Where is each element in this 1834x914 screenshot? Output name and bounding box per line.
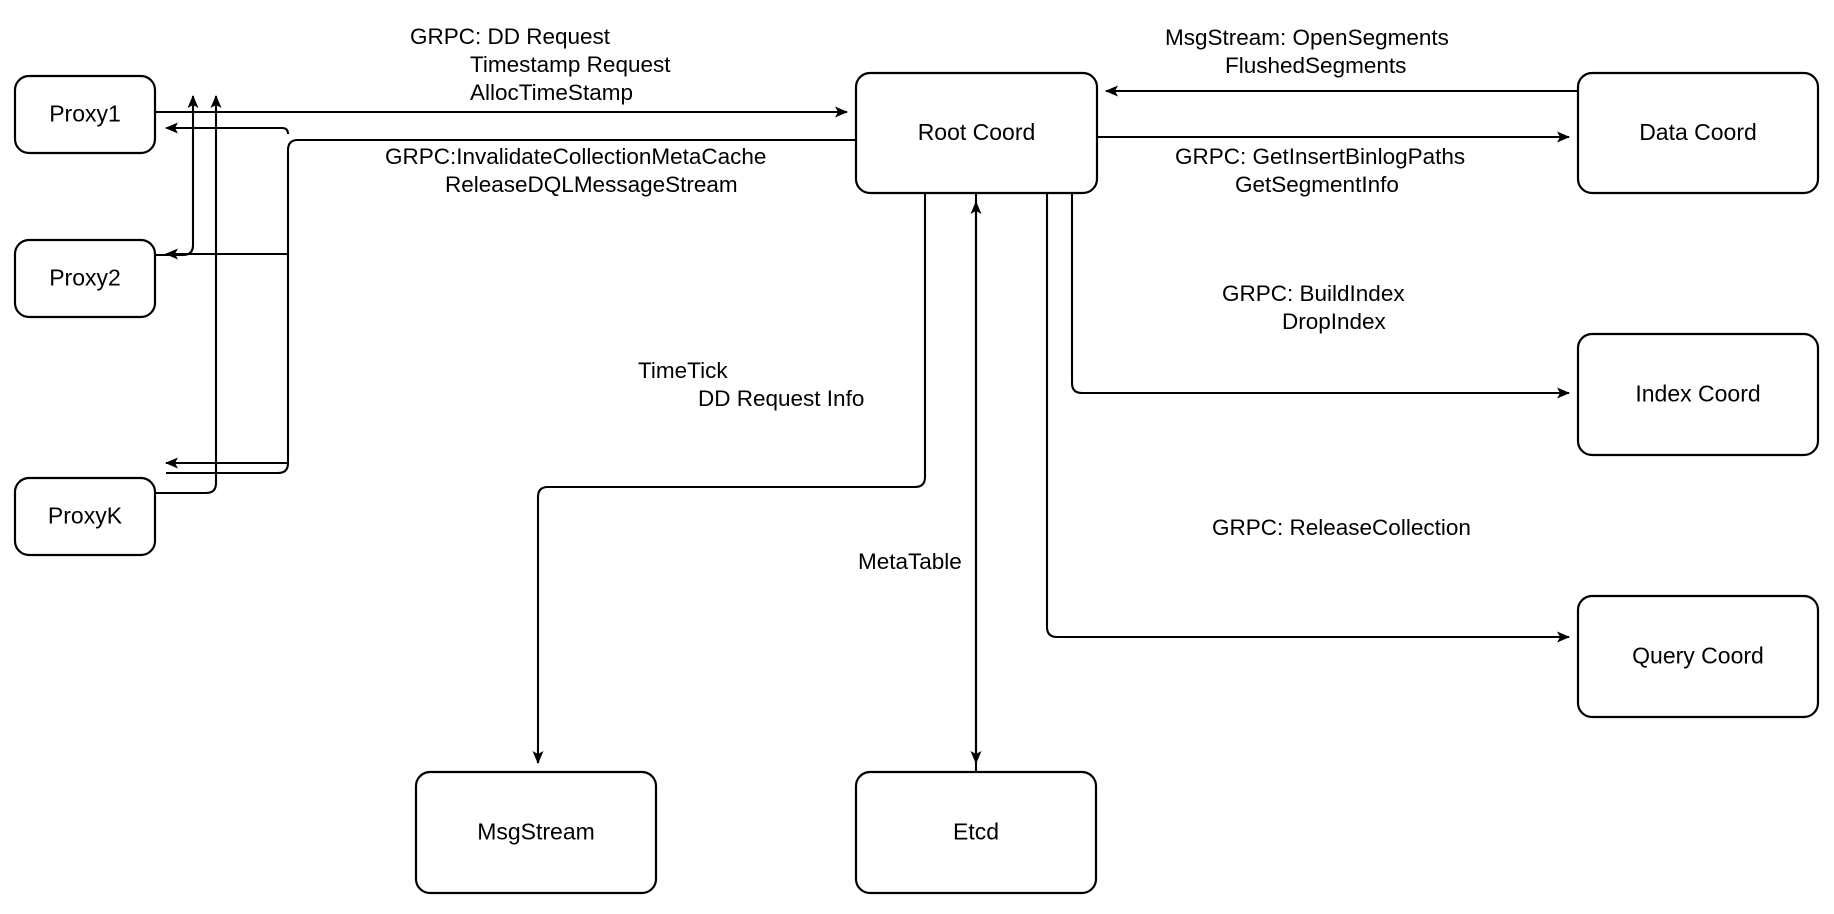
node-querycoord[interactable]: Query Coord [1576,594,1820,719]
edges-layer [155,85,1578,772]
edge-rootcoord-to-msgstream [532,193,927,764]
edge-rootcoord-to-querycoord [1045,193,1570,643]
edge-label-line: Timestamp Request [470,52,671,77]
node-box-proxy1 [13,74,157,155]
edge-label-root-to-msgstream: TimeTick DD Request Info [638,358,864,411]
node-box-querycoord [1576,594,1820,719]
node-proxy1[interactable]: Proxy1 [13,74,157,155]
node-box-rootcoord [854,71,1099,195]
edge-label-root-to-proxy: GRPC:InvalidateCollectionMetaCacheReleas… [385,144,766,197]
node-msgstream[interactable]: MsgStream [414,770,658,895]
edge-rootcoord-to-proxy1 [166,138,856,475]
edge-label-line: GRPC: BuildIndex [1222,281,1405,306]
edge-label-root-to-query: GRPC: ReleaseCollection [1212,515,1471,540]
node-label-msgstream: MsgStream [477,819,595,845]
node-datacoord[interactable]: Data Coord [1576,71,1820,195]
node-proxyk[interactable]: ProxyK [13,476,157,557]
node-label-datacoord: Data Coord [1639,119,1757,145]
edge-label-line: GRPC: GetInsertBinlogPaths [1175,144,1465,169]
edge-label-line: GRPC: DD Request [410,24,611,49]
node-box-msgstream [414,770,658,895]
node-label-proxy1: Proxy1 [49,101,121,127]
node-box-datacoord [1576,71,1820,195]
edge-rootcoord-to-indexcoord [1070,193,1570,399]
node-box-indexcoord [1576,332,1820,457]
node-indexcoord[interactable]: Index Coord [1576,332,1820,457]
edge-label-line: MetaTable [858,549,962,574]
node-label-indexcoord: Index Coord [1635,381,1760,407]
edge-label-line: GRPC: ReleaseCollection [1212,515,1471,540]
edge-label-line: GetSegmentInfo [1235,172,1399,197]
node-box-proxyk [13,476,157,557]
edge-proxy2-to-rootcoord [155,95,199,257]
node-label-proxyk: ProxyK [48,503,123,529]
node-etcd[interactable]: Etcd [854,770,1098,895]
node-label-proxy2: Proxy2 [49,265,121,291]
edge-label-line: DD Request Info [698,386,864,411]
edge-label-line: DropIndex [1282,309,1387,334]
edge-label-line: GRPC:InvalidateCollectionMetaCache [385,144,766,169]
edge-label-root-to-etcd: MetaTable [858,549,962,574]
edge-proxyk-to-rootcoord [155,95,222,495]
node-label-querycoord: Query Coord [1632,643,1764,669]
edge-rootcoord-branch-proxy1 [165,122,290,135]
node-label-etcd: Etcd [953,819,999,845]
node-box-proxy2 [13,238,157,319]
node-rootcoord[interactable]: Root Coord [854,71,1099,195]
edge-label-line: TimeTick [638,358,728,383]
edge-label-line: ReleaseDQLMessageStream [445,172,738,197]
edge-label-line: FlushedSegments [1225,53,1406,78]
node-proxy2[interactable]: Proxy2 [13,238,157,319]
edge-label-line: MsgStream: OpenSegments [1165,25,1449,50]
edge-label-line: AllocTimeStamp [470,80,633,105]
node-box-etcd [854,770,1098,895]
node-label-rootcoord: Root Coord [918,119,1036,145]
